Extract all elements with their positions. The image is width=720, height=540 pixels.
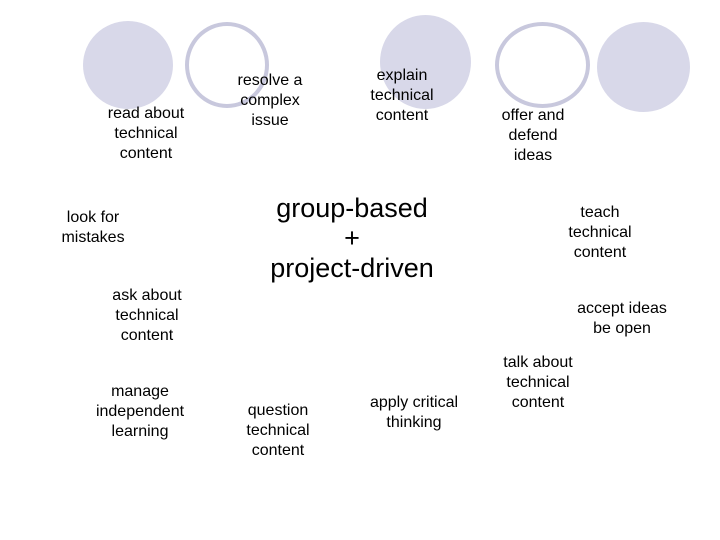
decorative-circle-outlined-2 — [495, 22, 590, 108]
decorative-circle-filled-1 — [83, 21, 173, 109]
label-explain-technical-content: explain technical content — [370, 67, 434, 124]
decorative-circle-filled-2 — [380, 15, 471, 109]
label-offer-and-defend-ideas: offer and defend ideas — [501, 107, 565, 164]
label-talk-about-technical-content: talk about technical content — [503, 354, 573, 411]
label-manage-independent-learning: manage independent learning — [95, 383, 185, 440]
label-resolve-a-complex-issue: resolve a complex issue — [237, 72, 303, 129]
label-read-about-technical-content: read about technical content — [107, 105, 185, 162]
label-question-technical-content: question technical content — [246, 402, 310, 459]
label-apply-critical-thinking: apply critical thinking — [369, 394, 459, 431]
central-concept-text: group-based + project-driven — [270, 193, 434, 283]
label-look-for-mistakes: look for mistakes — [61, 209, 125, 246]
label-ask-about-technical-content: ask about technical content — [112, 287, 182, 344]
label-teach-technical-content: teach technical content — [568, 204, 632, 261]
label-accept-ideas-be-open: accept ideas be open — [577, 300, 667, 337]
decorative-circle-filled-3 — [597, 22, 690, 112]
decorative-circle-outlined-1 — [185, 22, 269, 108]
